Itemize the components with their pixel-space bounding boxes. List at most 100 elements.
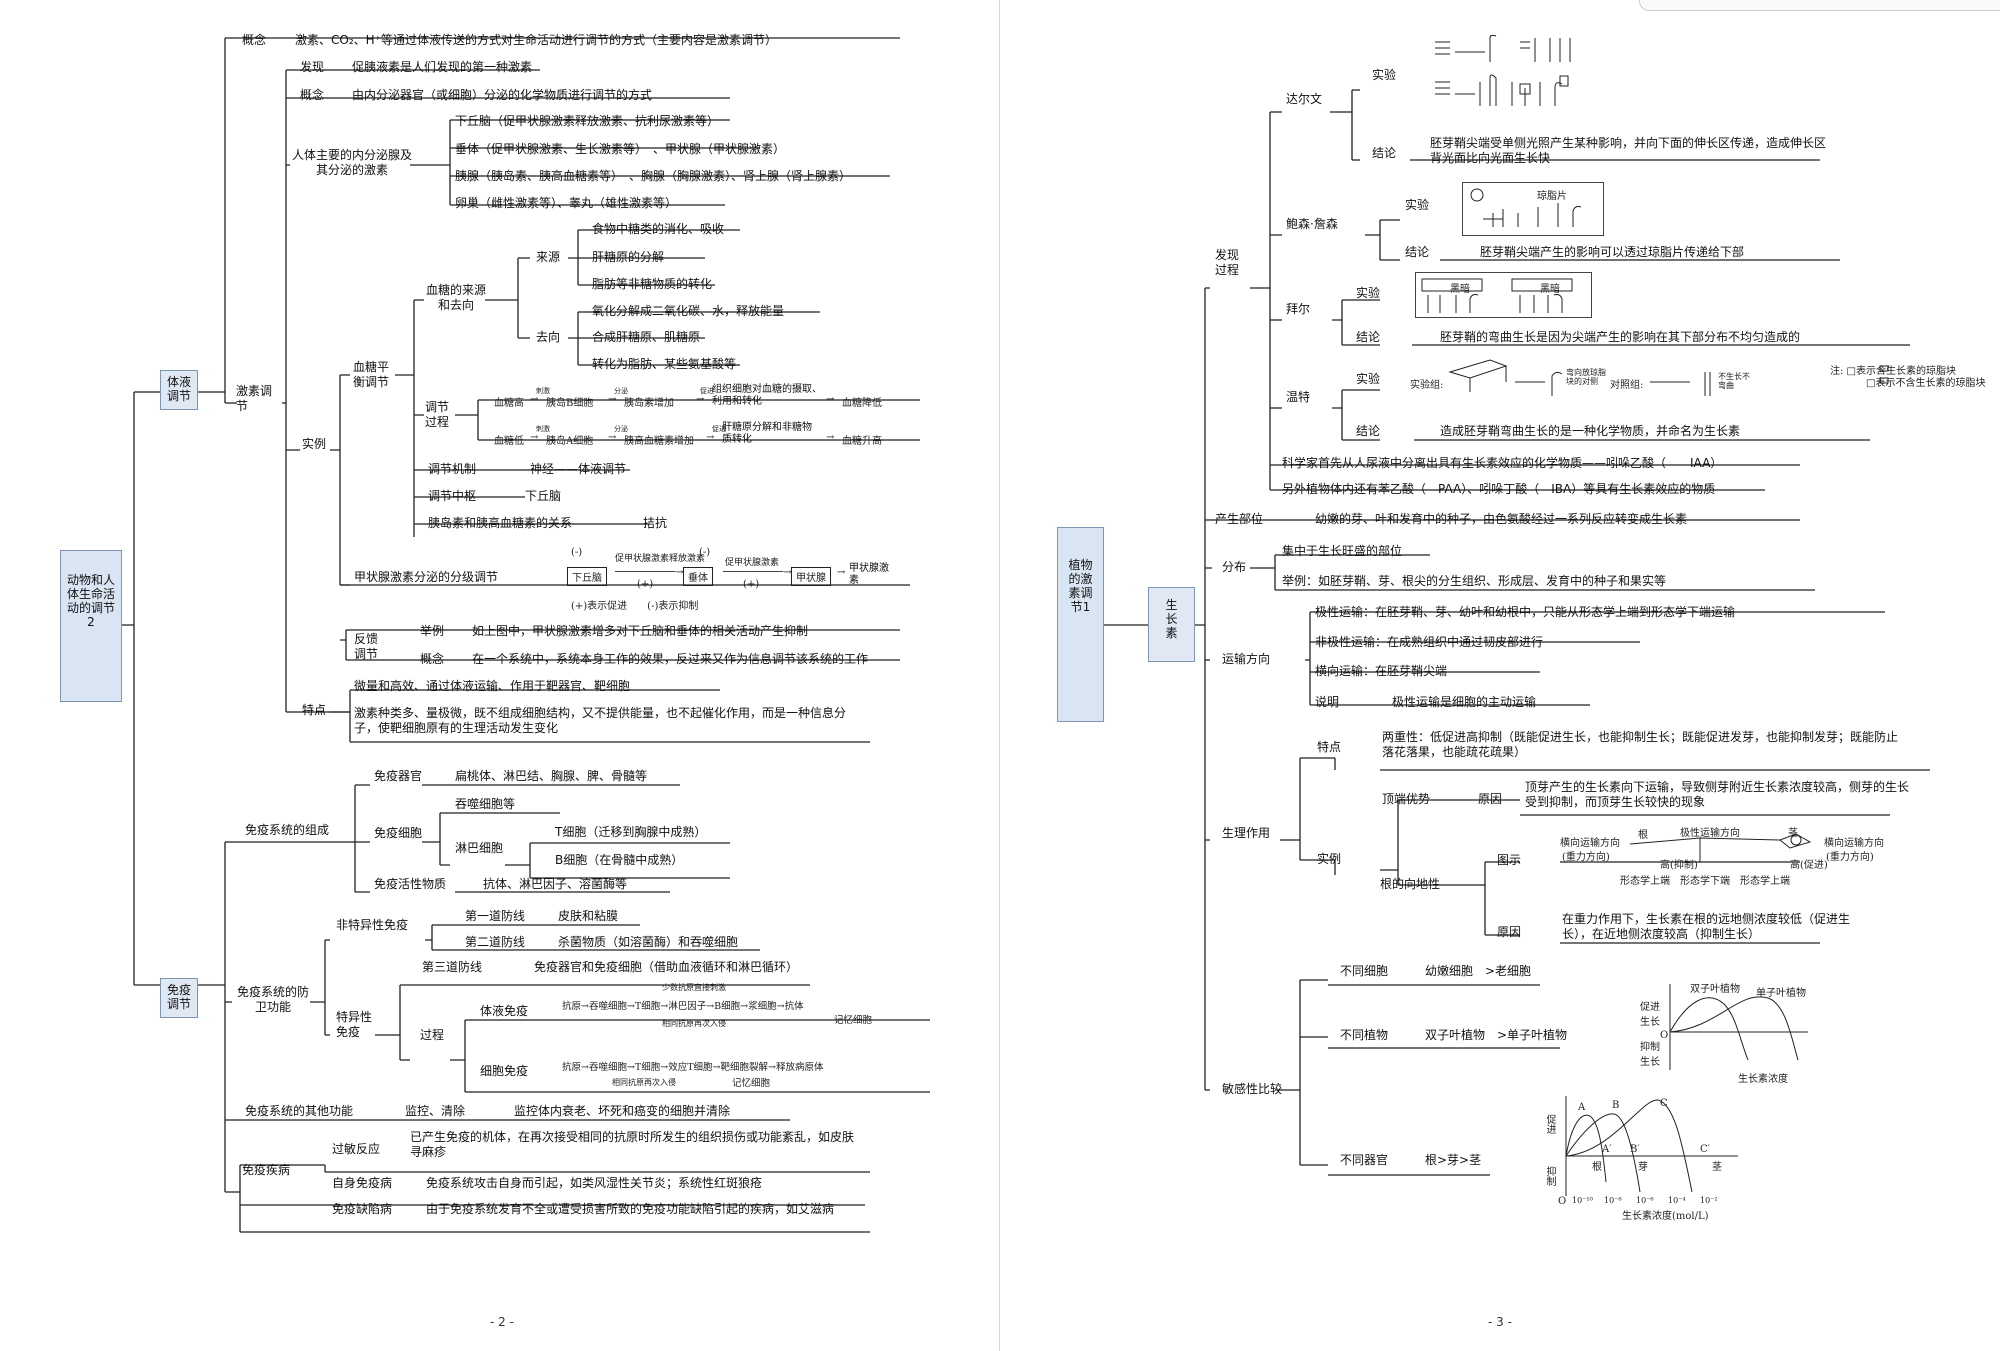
proc2-glucose-low: 血糖低 (494, 436, 524, 447)
c1-inhibit: 抑制生长 (1640, 1042, 1660, 1068)
dest-label: 去向 (536, 330, 561, 344)
active-substance-text: 抗体、淋巴因子、溶菌酶等 (483, 877, 628, 891)
node-auxin: 生长素 (1148, 587, 1195, 662)
allergy-text: 已产生免疫的机体，在再次接受相同的抗原时所发生的组织损伤或功能紊乱，如皮肤寻麻疹 (410, 1130, 855, 1159)
phagocyte-text: 吞噬细胞等 (455, 797, 516, 811)
transport-polar: 极性运输：在胚芽鞘、芽、幼叶和幼根中，只能从形态学上端到形态学下端运输 (1315, 605, 1736, 619)
other-function-a: 监控、清除 (405, 1104, 466, 1118)
paal-exp-label: 实验 (1356, 286, 1381, 300)
hormone-concept-label: 概念 (300, 88, 325, 102)
c1-x-label: 生长素浓度 (1738, 1074, 1788, 1085)
darwin-experiment-figure (1430, 32, 1580, 114)
page-left: 动物和人体生命活动的调节2 体液调节 免疫调节 概念 激素、CO₂、H⁺等通过体… (0, 0, 1000, 1351)
geo-polar: 极性运输方向 (1680, 828, 1740, 839)
proc1-tissue: 组织细胞对血糖的摄取、利用和转化 (712, 384, 822, 407)
gravitropism-diagram: 横向运输方向 (重力方向) 根 极性运输方向 茎 横向运输方向 (重力方向) 高… (1560, 822, 1900, 888)
geo-morph: 形态学上端 形态学下端 形态学上端 (1620, 876, 1790, 887)
c2-origin: O (1558, 1196, 1567, 1207)
first-line-text: 皮肤和粘膜 (558, 909, 619, 923)
paal-concl-label: 结论 (1356, 330, 1381, 344)
monocot-curve (1669, 996, 1799, 1061)
third-line-label: 第三道防线 (422, 960, 483, 974)
proc2-secrete: 分泌 (614, 425, 628, 433)
fb-example-text: 如上图中，甲状腺激素增多对下丘脑和垂体的相关活动产生抑制 (472, 624, 809, 638)
arrow-icon: → (530, 394, 539, 405)
proc2-alpha-cell: 胰岛A细胞 (546, 436, 594, 447)
dest-item-1: 氧化分解成二氧化碳、水，释放能量 (592, 304, 785, 318)
source-item-1: 食物中糖类的消化、吸收 (592, 222, 725, 236)
organ-sensitivity-curves (1565, 1096, 1738, 1196)
c2-point-a: A (1578, 1102, 1586, 1113)
gland-gonads: 卵巢（雌性激素等）、睾丸（雄性激素等） (455, 196, 678, 210)
proc1-glucose-high: 血糖高 (494, 398, 524, 409)
dicot-monocot-chart: 双子叶植物 单子叶植物 促进生长 O 抑制生长 生长素浓度 (1628, 980, 1813, 1085)
proc1-glucose-low: 血糖降低 (842, 398, 882, 409)
bud-curve (1565, 1113, 1641, 1193)
autoimmune-label: 自身免疫病 (332, 1176, 393, 1190)
immunodeficiency-text: 由于免疫系统发育不全或遭受损害所致的免疫功能缺陷引起的疾病，如艾滋病 (426, 1202, 835, 1216)
arrow-icon: → (837, 567, 846, 578)
dicot-curve (1669, 997, 1749, 1061)
iaa-text: 科学家首先从人尿液中分离出具有生长素效应的化学物质——吲哚乙酸（ IAA） (1282, 456, 1723, 470)
distribution-text-2: 举例：如胚芽鞘、芽、根尖的分生组织、形成层、发育中的种子和果实等 (1282, 574, 1667, 588)
thy-plus-1: (+) (637, 579, 654, 590)
geo-lateral-right: 横向运输方向 (1824, 838, 1884, 849)
stem-curve (1565, 1099, 1693, 1193)
went-fig-control-group: 对照组: (1610, 380, 1644, 391)
root-gravitropism-label: 根的向地性 (1380, 877, 1441, 891)
apical-reason-text: 顶芽产生的生长素向下运输，导致侧芽附近生长素浓度较高，侧芽的生长受到抑制，而顶芽… (1525, 780, 1910, 809)
concept-label: 概念 (242, 33, 267, 47)
boysen-concl-label: 结论 (1405, 245, 1430, 259)
figure-label: 图示 (1497, 853, 1522, 867)
paal-figure-label-1: 黑暗 (1450, 284, 1470, 295)
hum-fig-top: 少数抗原直接刺激 (662, 983, 726, 992)
dicot-monocot-curves (1669, 984, 1808, 1070)
paal-conclusion: 胚芽鞘的弯曲生长是因为尖端产生的影响在其下部分布不均匀造成的 (1440, 330, 1801, 344)
c1-promote: 促进生长 (1640, 1002, 1660, 1028)
active-substance-label: 免疫活性物质 (374, 877, 447, 891)
went-label: 温特 (1286, 390, 1311, 404)
organ-sensitivity-chart: 促进 抑制 根 芽 茎 A B C A′ B′ C′ O 10⁻¹⁰ 10⁻⁸ … (1542, 1092, 1742, 1222)
c2-point-c: C (1660, 1098, 1668, 1109)
proc1-promote: 促进 (700, 387, 714, 395)
proc1-beta-cell: 胰岛B细胞 (546, 398, 594, 409)
process-label: 过程 (420, 1028, 445, 1042)
distribution-label: 分布 (1222, 560, 1247, 574)
apical-reason-label: 原因 (1478, 792, 1503, 806)
feature-text-1: 微量和高效、通过体液运输、作用于靶器官、靶细胞 (354, 679, 631, 693)
thy-trh: 促甲状腺激素释放激素 (615, 554, 706, 564)
paal-figure-icon (1421, 278, 1573, 313)
dest-item-2: 合成肝糖原、肌糖原 (592, 330, 701, 344)
concept-text: 激素、CO₂、H⁺等通过体液传送的方式对生命活动进行调节的方式（主要内容是激素调… (295, 33, 777, 47)
autoimmune-text: 免疫系统攻击自身而引起，如类风湿性关节炎；系统性红斑狼疮 (426, 1176, 763, 1190)
source-item-2: 肝糖原的分解 (592, 250, 665, 264)
root-node-plant-hormone: 植物的激素调节1 (1057, 527, 1104, 722)
proc2-glucose-high: 血糖升高 (842, 436, 882, 447)
c2-point-c2: C′ (1700, 1144, 1710, 1155)
humoral-diagram: 少数抗原直接刺激 抗原→吞噬细胞→T细胞→淋巴因子→B细胞→浆细胞→抗体 记忆细… (562, 982, 922, 1028)
third-line-text: 免疫器官和免疫细胞（借助血液循环和淋巴循环） (534, 960, 799, 974)
allergy-label: 过敏反应 (332, 1142, 381, 1156)
production-site-text: 幼嫩的芽、叶和发育中的种子，由色氨酸经过一系列反应转变成生长素 (1315, 512, 1688, 526)
thyroid-regulation-label: 甲状腺激素分泌的分级调节 (354, 570, 499, 584)
hum-fig-memory: 记忆细胞 (834, 1015, 873, 1026)
sensitivity-label: 敏感性比较 (1222, 1082, 1283, 1096)
cellular-diagram: 抗原→吞噬细胞→T细胞→效应T细胞→靶细胞裂解→释放病原体 记忆细胞 相同抗原再… (562, 1045, 922, 1091)
gravitropism-icon (1629, 833, 1812, 863)
center-text: 下丘脑 (525, 489, 562, 503)
went-fig-note-1: 注: □表示含生长素的琼脂块 (1830, 366, 1956, 377)
went-fig-nobend: 不生长不弯曲 (1718, 372, 1750, 390)
specific-label: 特异性免疫 (336, 1010, 373, 1039)
c2-stem-label: 茎 (1712, 1162, 1722, 1173)
immune-organ-label: 免疫器官 (374, 769, 423, 783)
thy-minus-1: (-) (571, 547, 583, 558)
example-label: 实例 (302, 437, 327, 451)
page-right: 植物的激素调节1 生长素 发现过程 达尔文 实验 结论 胚芽鞘尖端受单侧光照产生… (1000, 0, 2000, 1351)
center-label: 调节中枢 (428, 489, 477, 503)
root-curve (1565, 1114, 1607, 1183)
arrow-icon: → (826, 394, 835, 405)
feature-label: 特点 (302, 703, 327, 717)
proc2-glucagon: 胰高血糖素增加 (624, 436, 694, 447)
went-fig-exp-group: 实验组: (1410, 380, 1444, 391)
darwin-figure-icon (1435, 34, 1571, 106)
